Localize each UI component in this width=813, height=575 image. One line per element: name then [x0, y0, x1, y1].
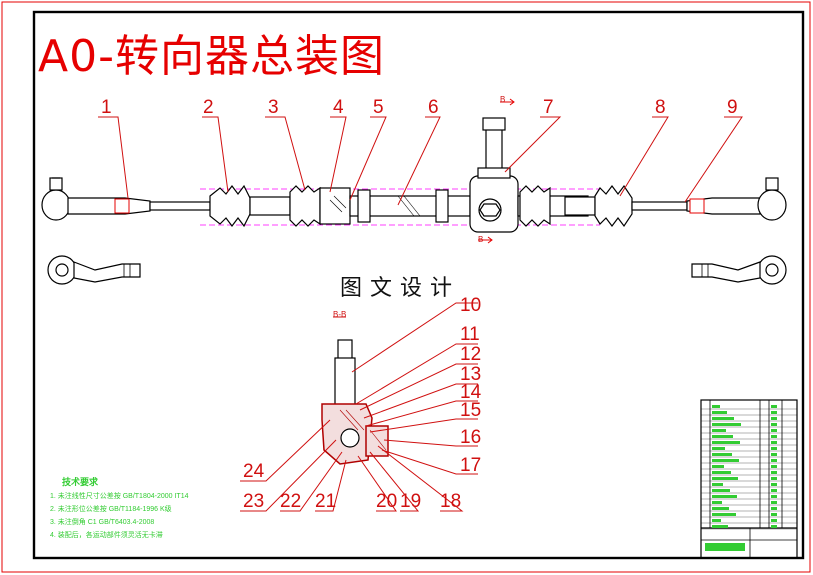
table-cell-fill [771, 459, 777, 462]
table-cell-fill [771, 495, 777, 498]
callout-17: 17 [460, 455, 482, 476]
callout-8: 8 [655, 97, 666, 118]
table-cell-fill [712, 429, 726, 432]
section-view [321, 339, 389, 465]
right-boot [594, 184, 633, 228]
table-cell-fill [771, 417, 777, 420]
table-cell-fill [771, 489, 777, 492]
left-ball-joint [41, 189, 71, 221]
watermark-text: 图文设计 [340, 276, 461, 301]
callout-3: 3 [268, 97, 279, 118]
table-cell-fill [771, 525, 777, 528]
table-cell-fill [712, 501, 722, 504]
table-cell-fill [712, 459, 739, 462]
callout-22: 22 [280, 491, 302, 512]
table-cell-fill [771, 483, 777, 486]
table-cell-fill [771, 411, 777, 414]
callout-12: 12 [460, 344, 482, 365]
table-cell-fill [771, 471, 777, 474]
table-cell-fill [712, 507, 729, 510]
table-cell-fill [771, 477, 777, 480]
table-cell-fill [771, 465, 777, 468]
table-cell-fill [771, 435, 777, 438]
callout-9: 9 [727, 97, 738, 118]
table-cell-fill [771, 507, 777, 510]
section-shaft [334, 357, 356, 409]
table-cell-fill [712, 513, 736, 516]
table-cell-fill [771, 447, 777, 450]
table-cell-fill [712, 441, 740, 444]
table-cell-fill [771, 441, 777, 444]
left-steering-arm [47, 255, 141, 285]
table-cell-fill [771, 423, 777, 426]
table-cell-fill [771, 519, 777, 522]
table-cell-fill [712, 465, 724, 468]
table-cell-fill [712, 453, 732, 456]
table-cell-fill [712, 417, 734, 420]
parts-table-rows [701, 405, 797, 551]
callout-20: 20 [376, 491, 398, 512]
table-cell-fill [712, 477, 738, 480]
technical-note-line: 3. 未注倒角 C1 GB/T6403.4-2008 [50, 519, 155, 526]
callout-7: 7 [543, 97, 554, 118]
section-leaders-bottom [240, 419, 464, 512]
rack-assembly [41, 117, 787, 233]
section-leaders-right [351, 302, 478, 475]
table-cell-fill [712, 435, 733, 438]
right-tie-rod [631, 201, 688, 211]
technical-notes-title: 技术要求 [62, 477, 99, 487]
callout-23: 23 [243, 491, 265, 512]
callout-15: 15 [460, 400, 482, 421]
left-boot [209, 184, 251, 228]
callout-18: 18 [440, 491, 462, 512]
technical-notes: 技术要求 1. 未注线性尺寸公差按 GB/T1804-2000 IT14 2. … [50, 475, 189, 540]
table-cell-fill [712, 525, 728, 528]
callout-4: 4 [333, 97, 344, 118]
callout-6: 6 [428, 97, 439, 118]
table-cell-fill [712, 489, 730, 492]
table-cell-fill [771, 513, 777, 516]
view-marker-bottom: B [478, 235, 484, 244]
table-cell-fill [771, 501, 777, 504]
right-ball-joint [757, 189, 787, 221]
table-cell-fill [712, 495, 737, 498]
view-markers [478, 98, 515, 244]
callout-5: 5 [373, 97, 384, 118]
table-cell-fill [712, 447, 725, 450]
callout-11: 11 [460, 324, 480, 345]
table-cell-fill [771, 405, 777, 408]
table-cell-fill [712, 483, 723, 486]
table-cell-fill [712, 471, 731, 474]
table-cell-fill [771, 453, 777, 456]
callout-24: 24 [243, 461, 265, 482]
title-block-fill [705, 543, 745, 551]
callout-10: 10 [460, 295, 482, 316]
technical-note-line: 4. 装配后，各运动部件须灵活无卡滞 [50, 532, 163, 539]
table-cell-fill [712, 405, 720, 408]
right-tie-rod-end [686, 197, 761, 215]
left-tie-rod [149, 201, 211, 211]
technical-note-line: 1. 未注线性尺寸公差按 GB/T1804-2000 IT14 [50, 493, 189, 500]
table-cell-fill [712, 423, 741, 426]
callout-1: 1 [101, 97, 112, 118]
callout-2: 2 [203, 97, 214, 118]
callout-13: 13 [460, 364, 482, 385]
table-cell-fill [712, 411, 727, 414]
left-tie-rod-end [67, 197, 151, 215]
callout-19: 19 [400, 491, 422, 512]
callout-14: 14 [460, 382, 482, 403]
table-cell-fill [712, 519, 721, 522]
callout-21: 21 [315, 491, 337, 512]
table-cell-fill [771, 429, 777, 432]
right-steering-arm [691, 255, 787, 285]
drawing-title: A0-转向器总装图 [38, 31, 385, 82]
inner-frame [32, 10, 805, 560]
section-marker-label: B-B [333, 310, 347, 319]
top-leaders [98, 116, 743, 206]
callout-16: 16 [460, 427, 482, 448]
technical-note-line: 2. 未注形位公差按 GB/T1184-1996 K级 [50, 506, 172, 513]
view-marker-top: B [500, 95, 506, 104]
